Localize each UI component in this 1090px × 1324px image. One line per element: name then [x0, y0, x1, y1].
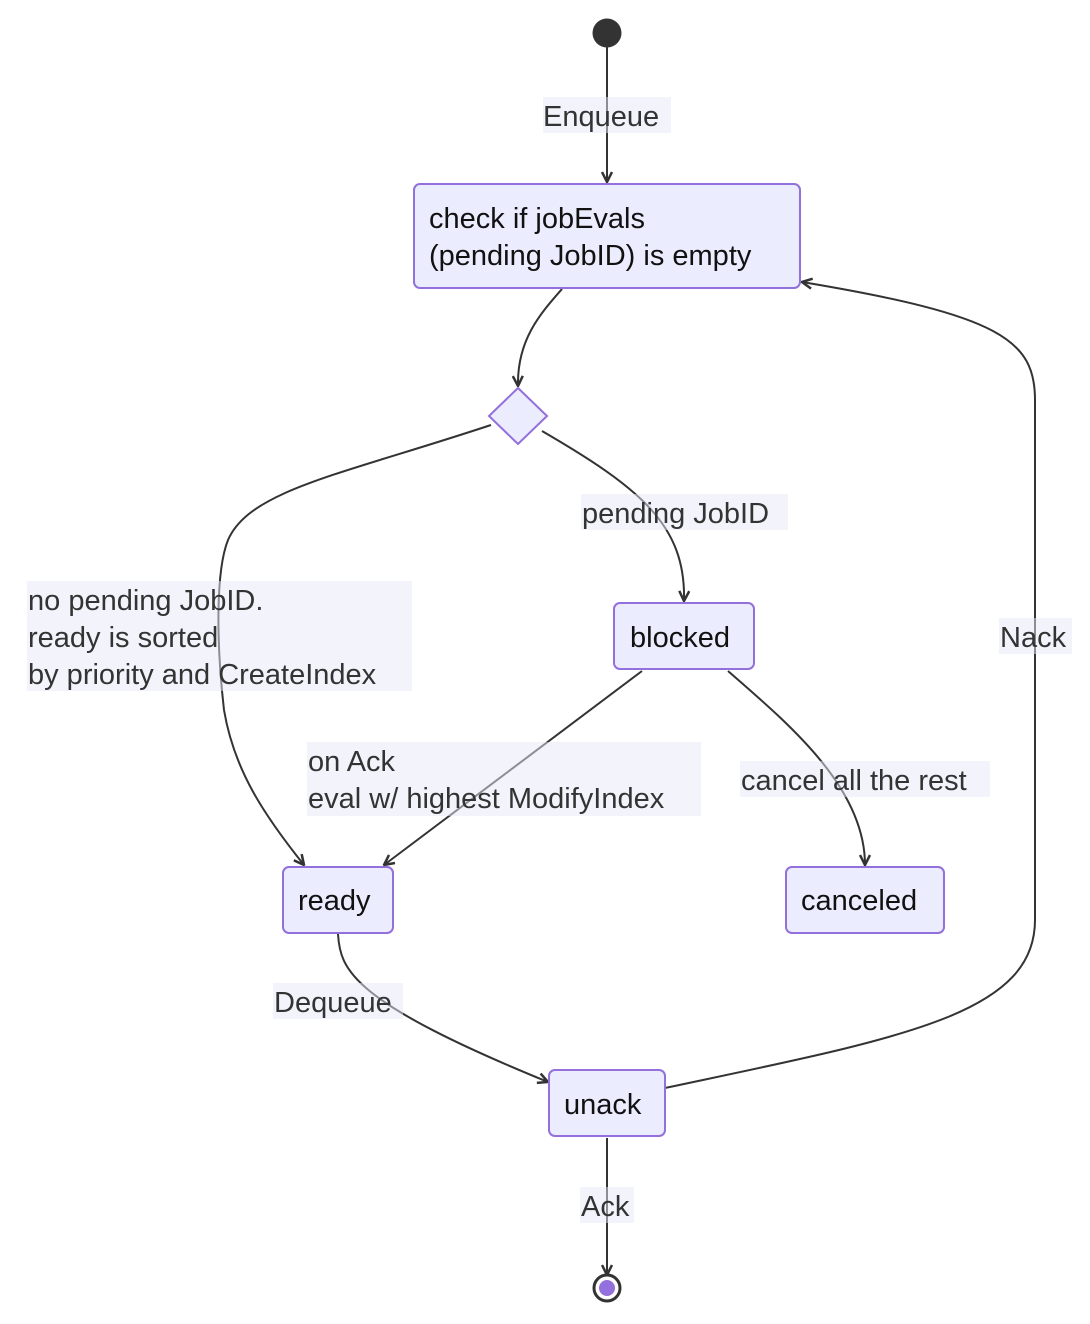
- label-on-ack-line2: eval w/ highest ModifyIndex: [308, 783, 665, 815]
- label-enqueue-text: Enqueue: [543, 101, 659, 133]
- edge-cancel-all-the-rest: [727, 670, 865, 865]
- edge-nack: [664, 282, 1036, 1089]
- label-on-ack: on Ack eval w/ highest ModifyIndex: [307, 742, 701, 816]
- start-node: [592, 18, 622, 48]
- label-pending-jobid: pending JobID: [581, 494, 788, 530]
- label-cancel-all-the-rest: cancel all the rest: [740, 761, 990, 797]
- state-ready: ready: [282, 866, 394, 934]
- label-ack-text: Ack: [581, 1191, 630, 1223]
- label-cancel-all-the-rest-text: cancel all the rest: [741, 765, 967, 797]
- end-node: [592, 1273, 622, 1303]
- state-canceled: canceled: [785, 866, 945, 934]
- state-check-line1: check if jobEvals: [429, 203, 645, 235]
- state-blocked-label: blocked: [630, 622, 730, 654]
- state-blocked: blocked: [613, 602, 755, 670]
- label-no-pending-jobid: no pending JobID. ready is sorted by pri…: [27, 581, 412, 691]
- edge-check-to-choice: [518, 288, 563, 386]
- label-dequeue: Dequeue: [273, 983, 403, 1019]
- state-canceled-label: canceled: [801, 885, 917, 917]
- label-pending-jobid-text: pending JobID: [582, 498, 769, 530]
- state-unack: unack: [548, 1069, 666, 1137]
- label-no-pending-line3: by priority and CreateIndex: [28, 659, 377, 691]
- state-check-job-evals: check if jobEvals (pending JobID) is emp…: [413, 183, 801, 289]
- label-enqueue: Enqueue: [543, 97, 671, 133]
- label-ack: Ack: [580, 1187, 634, 1223]
- label-nack-text: Nack: [1000, 622, 1067, 654]
- choice-node: [487, 386, 549, 446]
- label-on-ack-line1: on Ack: [308, 746, 396, 778]
- label-nack: Nack: [999, 618, 1072, 654]
- state-ready-label: ready: [298, 885, 371, 917]
- label-no-pending-line1: no pending JobID.: [28, 585, 263, 617]
- state-check-line2: (pending JobID) is empty: [429, 240, 752, 272]
- state-unack-label: unack: [564, 1089, 642, 1121]
- label-dequeue-text: Dequeue: [274, 987, 392, 1019]
- label-no-pending-line2: ready is sorted: [28, 622, 218, 654]
